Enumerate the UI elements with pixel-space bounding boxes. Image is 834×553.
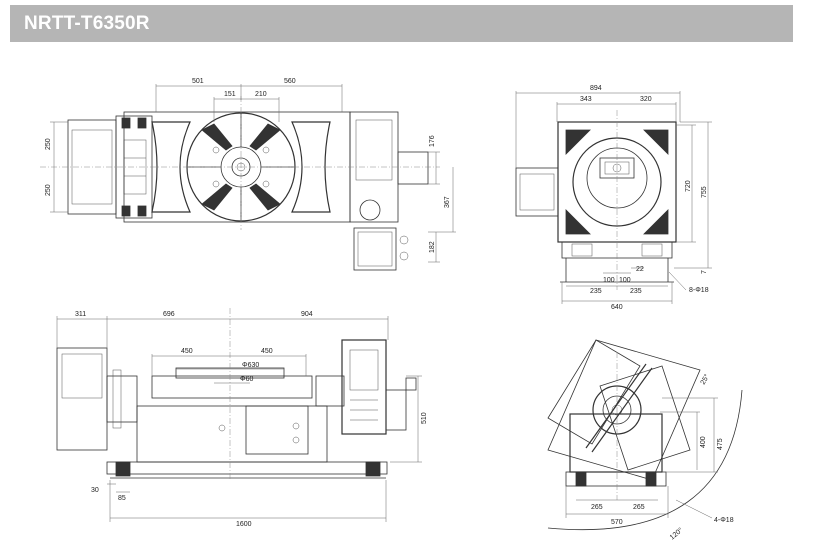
dim-176: 176 xyxy=(429,135,436,147)
dim-100-left: 100 xyxy=(603,277,615,284)
dim-210: 210 xyxy=(255,91,267,98)
dim-100-right: 100 xyxy=(619,277,631,284)
dim-250-upper: 250 xyxy=(45,138,52,150)
dim-450-left: 450 xyxy=(181,348,193,355)
title-bar: NRTT-T6350R xyxy=(10,5,793,42)
dim-560: 560 xyxy=(284,78,296,85)
dim-7: 7 xyxy=(701,270,708,274)
dim-904: 904 xyxy=(301,311,313,318)
dim-640: 640 xyxy=(611,304,623,311)
dim-250-lower: 250 xyxy=(45,184,52,196)
dim-755: 755 xyxy=(701,186,708,198)
dim-85: 85 xyxy=(118,495,126,502)
dim-894: 894 xyxy=(590,85,602,92)
dim-182: 182 xyxy=(429,241,436,253)
dim-phi630: Φ630 xyxy=(242,362,259,369)
dim-265-left: 265 xyxy=(591,504,603,511)
dim-570: 570 xyxy=(611,519,623,526)
dim-phi60: Φ60 xyxy=(240,376,253,383)
dim-475: 475 xyxy=(717,438,724,450)
top-view: 501 560 151 210 250 250 176 367 182 xyxy=(40,78,456,271)
dim-720: 720 xyxy=(685,180,692,192)
dim-501: 501 xyxy=(192,78,204,85)
dim-151: 151 xyxy=(224,91,236,98)
dim-510: 510 xyxy=(421,412,428,424)
dim-343: 343 xyxy=(580,96,592,103)
model-title: NRTT-T6350R xyxy=(24,13,150,34)
dim-8-phi18: 8-Φ18 xyxy=(689,287,709,294)
dim-400: 400 xyxy=(700,436,707,448)
dim-450-right: 450 xyxy=(261,348,273,355)
side-view: 894 343 320 720 755 7 22 100 100 235 235… xyxy=(515,85,712,311)
dim-311: 311 xyxy=(75,311,86,318)
dim-320: 320 xyxy=(640,96,652,103)
tilt-view: 25° 400 475 265 265 570 120° 4-Φ18 xyxy=(547,339,743,542)
dim-696: 696 xyxy=(163,311,175,318)
dim-22: 22 xyxy=(636,266,644,273)
dim-120deg: 120° xyxy=(668,526,684,542)
dim-1600: 1600 xyxy=(236,521,252,528)
dim-235-left: 235 xyxy=(590,288,602,295)
dim-4-phi18: 4-Φ18 xyxy=(714,517,734,524)
front-view: 311 696 904 450 450 Φ630 Φ60 510 30 85 1… xyxy=(56,308,428,528)
dim-30: 30 xyxy=(91,487,99,494)
dim-235-right: 235 xyxy=(630,288,642,295)
dim-265-right: 265 xyxy=(633,504,645,511)
dim-367: 367 xyxy=(444,196,451,208)
dim-25deg: 25° xyxy=(699,373,711,386)
